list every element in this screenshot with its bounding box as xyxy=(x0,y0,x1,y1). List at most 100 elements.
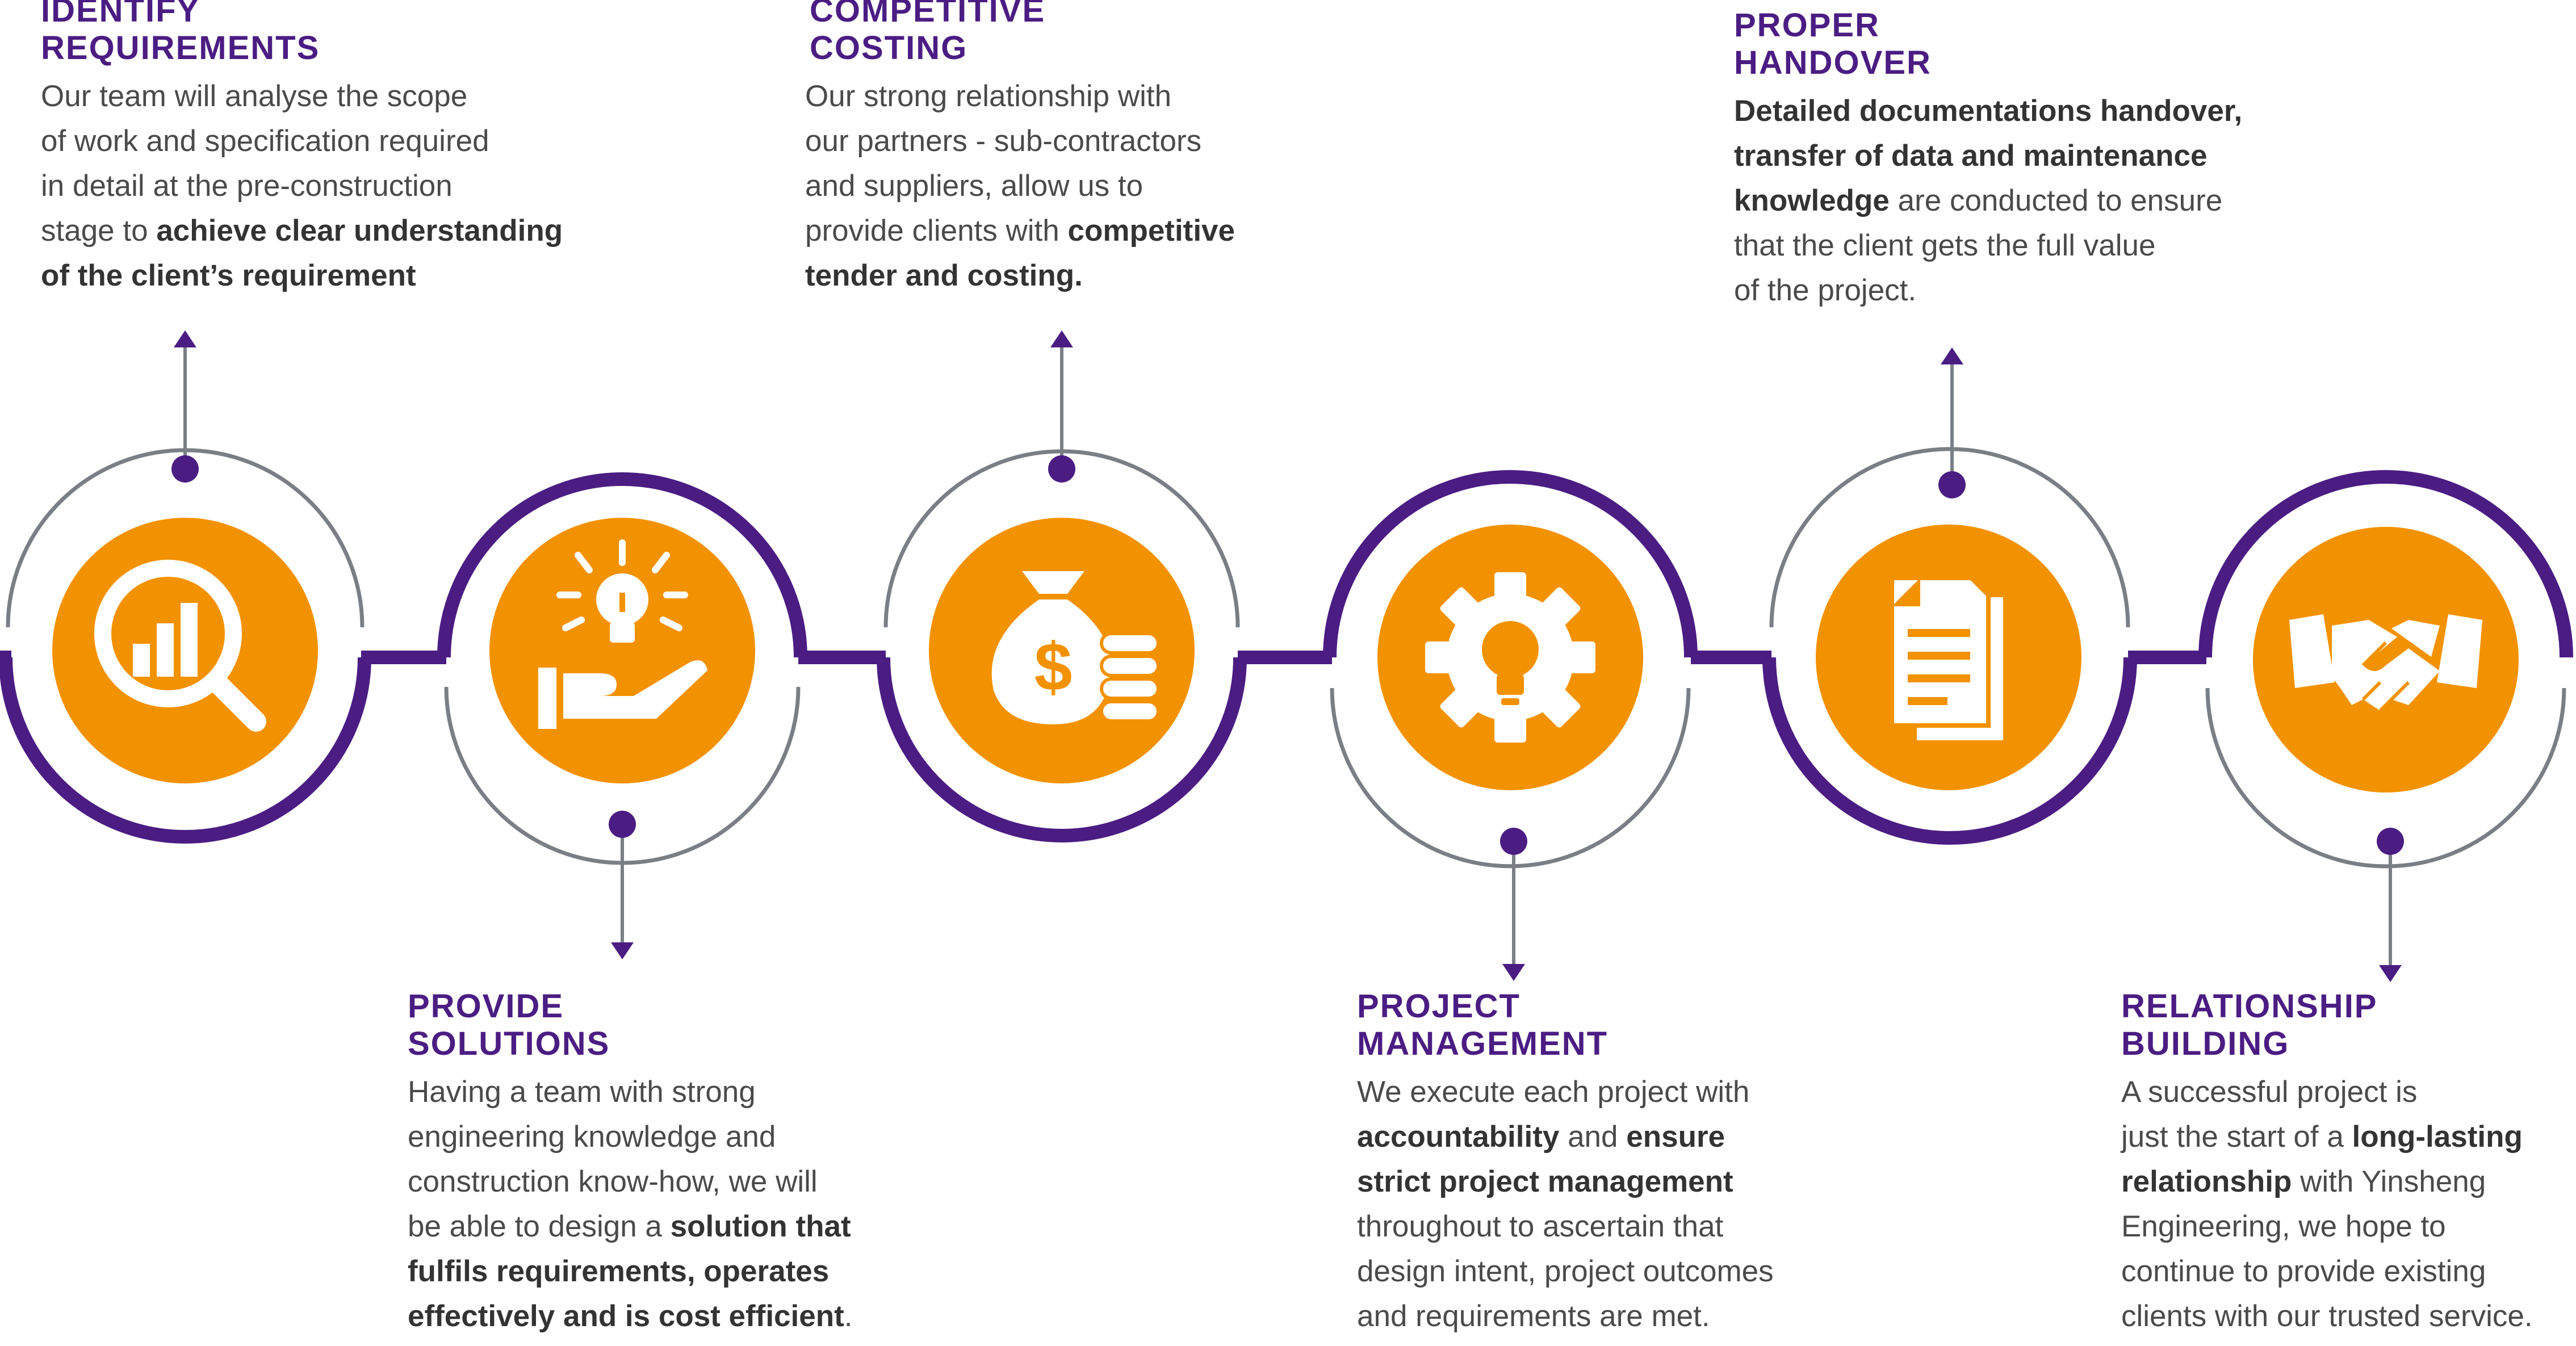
description-bold-text: competitive xyxy=(1067,214,1235,248)
arrow-4-down xyxy=(1500,828,1527,981)
step-title: PROVIDE SOLUTIONS xyxy=(408,988,610,1062)
description-bold-text: ensure xyxy=(1626,1120,1725,1154)
description-line: accountability and ensure xyxy=(1357,1114,1868,1159)
step-project-management: PROJECT MANAGEMENT We execute each proje… xyxy=(1357,988,1868,1339)
description-bold-text: relationship xyxy=(2121,1165,2292,1198)
description-text: design intent, project outcomes xyxy=(1357,1255,1774,1288)
description-line: construction know-how, we will xyxy=(408,1159,919,1204)
description-text: Having a team with strong xyxy=(408,1075,756,1109)
description-text: are conducted to ensure xyxy=(1889,184,2223,217)
description-text: and suppliers, allow us to xyxy=(805,169,1144,203)
description-bold-text: accountability xyxy=(1357,1120,1560,1154)
description-text: stage to xyxy=(41,214,157,248)
description-line: Detailed documentations handover, xyxy=(1734,89,2302,133)
description-line: transfer of data and maintenance xyxy=(1734,133,2302,178)
description-line: continue to provide existing xyxy=(2121,1249,2570,1294)
arrow-5-up xyxy=(1938,347,1966,498)
description-line: Having a team with strong xyxy=(408,1070,919,1114)
step-rings xyxy=(0,447,2573,869)
description-bold-text: effectively and is cost efficient xyxy=(408,1299,844,1333)
step-description: We execute each project with accountabili… xyxy=(1357,1070,1868,1339)
ring-1-purple xyxy=(0,657,371,844)
description-line: that the client gets the full value xyxy=(1734,223,2302,268)
ring-6-purple xyxy=(2198,470,2573,658)
step-competitive-costing: COMPETITIVE COSTING Our strong relations… xyxy=(805,0,1321,298)
description-line: Our strong relationship with xyxy=(805,74,1321,119)
description-text: and xyxy=(1559,1120,1627,1154)
description-text: with Yinsheng xyxy=(2292,1165,2486,1198)
description-bold-text: knowledge xyxy=(1734,184,1890,217)
description-text: our partners - sub-contractors xyxy=(805,124,1202,158)
description-line: of the project. xyxy=(1734,268,2302,313)
description-text: engineering knowledge and xyxy=(408,1120,776,1154)
description-bold-text: achieve clear understanding xyxy=(156,214,563,248)
step-title: PROPER HANDOVER xyxy=(1734,7,1932,81)
ring-5-gray xyxy=(1769,447,2130,628)
step-identify-requirements: IDENTIFY REQUIREMENTS Our team will anal… xyxy=(41,0,586,298)
description-bold-text: tender and costing. xyxy=(805,259,1083,292)
description-bold-text: strict project management xyxy=(1357,1165,1733,1198)
description-line: and suppliers, allow us to xyxy=(805,163,1321,208)
description-bold-text: of the client’s requirement xyxy=(41,259,416,292)
description-bold-text: fulfils requirements, operates xyxy=(408,1255,830,1288)
description-line: effectively and is cost efficient. xyxy=(408,1294,919,1339)
description-text: We execute each project with xyxy=(1357,1075,1750,1109)
handshake-icon xyxy=(2289,614,2482,712)
gear-lightbulb-icon xyxy=(1425,572,1595,743)
description-text: Our team will analyse the scope xyxy=(41,79,468,113)
description-line: stage to achieve clear understanding xyxy=(41,208,586,253)
step-title: RELATIONSHIP BUILDING xyxy=(2121,988,2378,1062)
description-text: that the client gets the full value xyxy=(1734,229,2156,262)
ring-5-purple xyxy=(1762,657,2137,845)
description-text: Engineering, we hope to xyxy=(2121,1210,2446,1243)
step-description: Our team will analyse the scope of work a… xyxy=(41,74,586,298)
description-line: tender and costing. xyxy=(805,253,1321,298)
description-line: our partners - sub-contractors xyxy=(805,119,1321,163)
documents-icon xyxy=(1890,576,2008,745)
pointer-arrows xyxy=(171,330,2404,982)
ring-6-gray xyxy=(2205,687,2566,869)
description-line: of the client’s requirement xyxy=(41,253,586,298)
arrow-6-down xyxy=(2377,828,2404,982)
step-description: Having a team with strong engineering kno… xyxy=(408,1070,919,1339)
description-bold-text: long-lasting xyxy=(2352,1120,2523,1154)
ring-4-purple xyxy=(1323,470,1698,658)
description-bold-text: Detailed documentations handover, xyxy=(1734,94,2243,128)
description-line: engineering knowledge and xyxy=(408,1114,919,1159)
description-line: be able to design a solution that xyxy=(408,1204,919,1249)
description-bold-text: transfer of data and maintenance xyxy=(1734,139,2208,173)
lightbulb-hand-icon xyxy=(538,539,707,729)
description-line: Engineering, we hope to xyxy=(2121,1204,2570,1249)
description-text: in detail at the pre-construction xyxy=(41,169,453,203)
step-title: COMPETITIVE COSTING xyxy=(810,0,1046,66)
money-bag-coins-icon: $ xyxy=(991,571,1160,724)
arrow-3-up xyxy=(1048,330,1075,483)
description-text: A successful project is xyxy=(2121,1075,2418,1109)
description-text: of work and specification required xyxy=(41,124,489,158)
description-line: just the start of a long-lasting xyxy=(2121,1114,2570,1159)
description-bold-text: solution that xyxy=(670,1210,851,1243)
description-line: throughout to ascertain that xyxy=(1357,1204,1868,1249)
description-text: just the start of a xyxy=(2121,1120,2352,1154)
description-text: construction know-how, we will xyxy=(408,1165,818,1198)
description-line: clients with our trusted service. xyxy=(2121,1294,2570,1339)
description-text: provide clients with xyxy=(805,214,1068,248)
description-line: relationship with Yinsheng xyxy=(2121,1159,2570,1204)
description-line: We execute each project with xyxy=(1357,1070,1868,1114)
magnifier-chart-icon xyxy=(94,560,266,732)
description-text: of the project. xyxy=(1734,274,1917,307)
description-text: clients with our trusted service. xyxy=(2121,1299,2533,1333)
description-text: continue to provide existing xyxy=(2121,1255,2486,1288)
description-line: strict project management xyxy=(1357,1159,1868,1204)
description-text: be able to design a xyxy=(408,1210,671,1243)
description-line: and requirements are met. xyxy=(1357,1294,1868,1339)
arrow-1-up xyxy=(171,330,199,483)
description-line: knowledge are conducted to ensure xyxy=(1734,178,2302,223)
description-line: A successful project is xyxy=(2121,1070,2570,1114)
step-title: IDENTIFY REQUIREMENTS xyxy=(41,0,320,66)
description-line: design intent, project outcomes xyxy=(1357,1249,1868,1294)
description-line: in detail at the pre-construction xyxy=(41,163,586,208)
step-title: PROJECT MANAGEMENT xyxy=(1357,988,1609,1062)
